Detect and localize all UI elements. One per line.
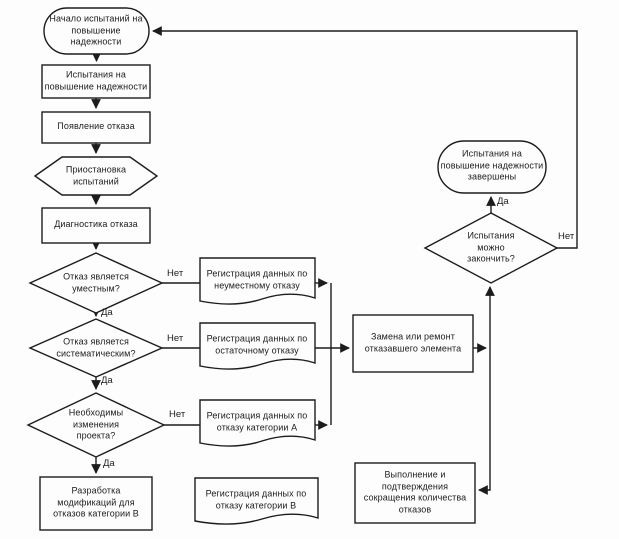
testing-process-shape xyxy=(41,64,151,99)
end-terminal-shape xyxy=(437,140,547,194)
node-shapes xyxy=(26,7,559,531)
failure-process-shape xyxy=(41,111,151,144)
log-irrelevant-document-shape xyxy=(199,257,316,305)
log-category-b-document-shape xyxy=(194,477,319,525)
edge-finish-no-loop xyxy=(152,26,578,249)
relevant-decision-shape xyxy=(28,252,164,314)
design-decision-shape xyxy=(26,392,166,458)
diagnostics-process-shape xyxy=(41,207,151,244)
systematic-decision-shape xyxy=(28,318,164,378)
connector-lines xyxy=(91,26,578,495)
suspend-hexagon-shape xyxy=(33,156,159,196)
develop-process-shape xyxy=(39,476,153,531)
confirm-process-shape xyxy=(354,462,476,524)
finish-decision-shape xyxy=(423,212,559,284)
replace-process-shape xyxy=(352,314,474,373)
edge-down-to-confirm xyxy=(478,348,491,495)
log-residual-document-shape xyxy=(199,322,316,370)
start-terminal-shape xyxy=(43,7,150,55)
log-category-a-document-shape xyxy=(199,399,316,447)
